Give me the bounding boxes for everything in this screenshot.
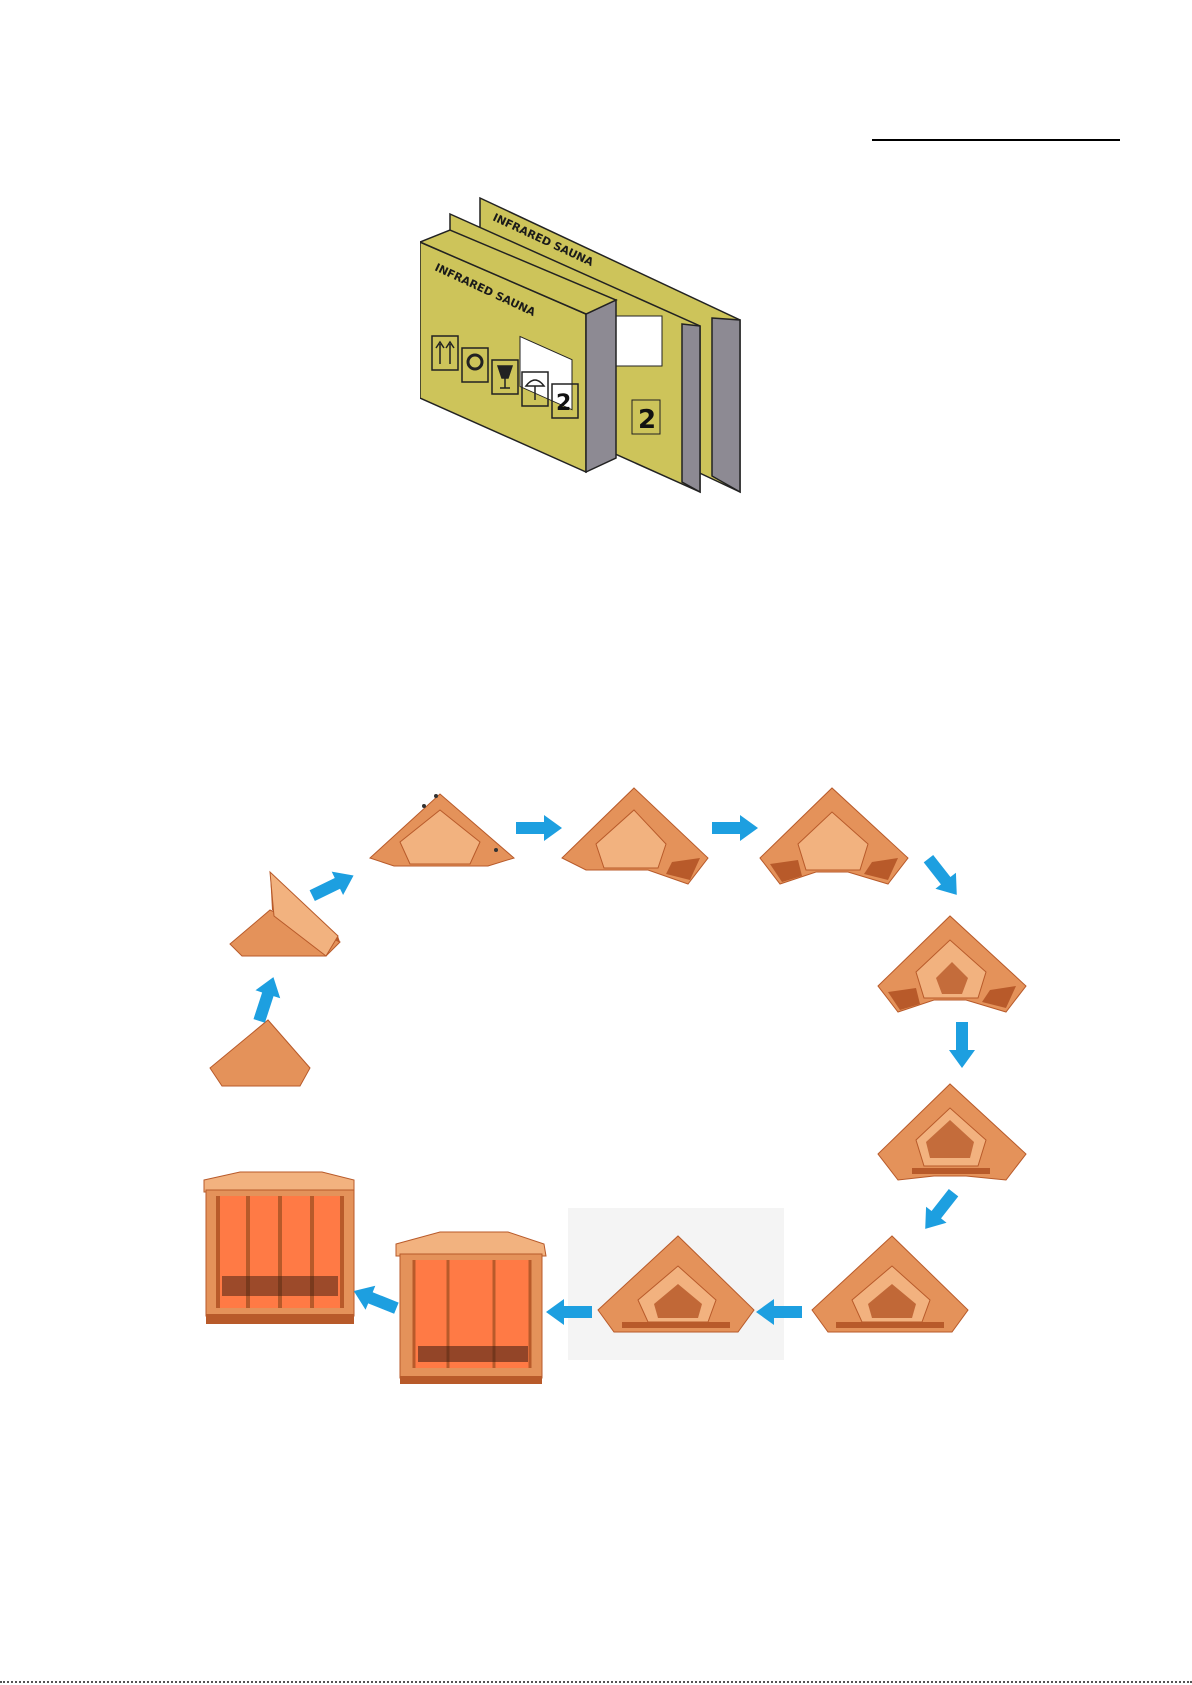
arrow-icon xyxy=(307,864,360,908)
assembly-step-5-both-benches xyxy=(760,788,908,884)
arrow-icon xyxy=(949,1022,975,1068)
assembly-step-10-sauna-glass-front xyxy=(396,1232,546,1384)
floor-panel-icon xyxy=(210,1020,310,1086)
assembly-step-3-corner-walls xyxy=(370,794,514,866)
assembly-step-4-side-panel xyxy=(562,788,708,884)
assembly-step-6-floor-grille xyxy=(878,916,1026,1012)
assembly-step-7-bench-slats xyxy=(878,1084,1026,1180)
arrow-icon xyxy=(915,1185,964,1237)
arrow-icon xyxy=(247,973,286,1025)
page-footer-rule xyxy=(0,1681,1192,1683)
arrow-icon xyxy=(349,1279,401,1320)
assembly-step-8-front-frame xyxy=(812,1236,968,1332)
assembly-step-1-floor xyxy=(210,1020,310,1086)
arrow-icon xyxy=(712,815,758,841)
finished-sauna-icon xyxy=(204,1172,354,1192)
arrow-icon xyxy=(516,815,562,841)
arrow-icon xyxy=(918,851,967,903)
assembly-step-11-finished-sauna xyxy=(204,1172,354,1324)
